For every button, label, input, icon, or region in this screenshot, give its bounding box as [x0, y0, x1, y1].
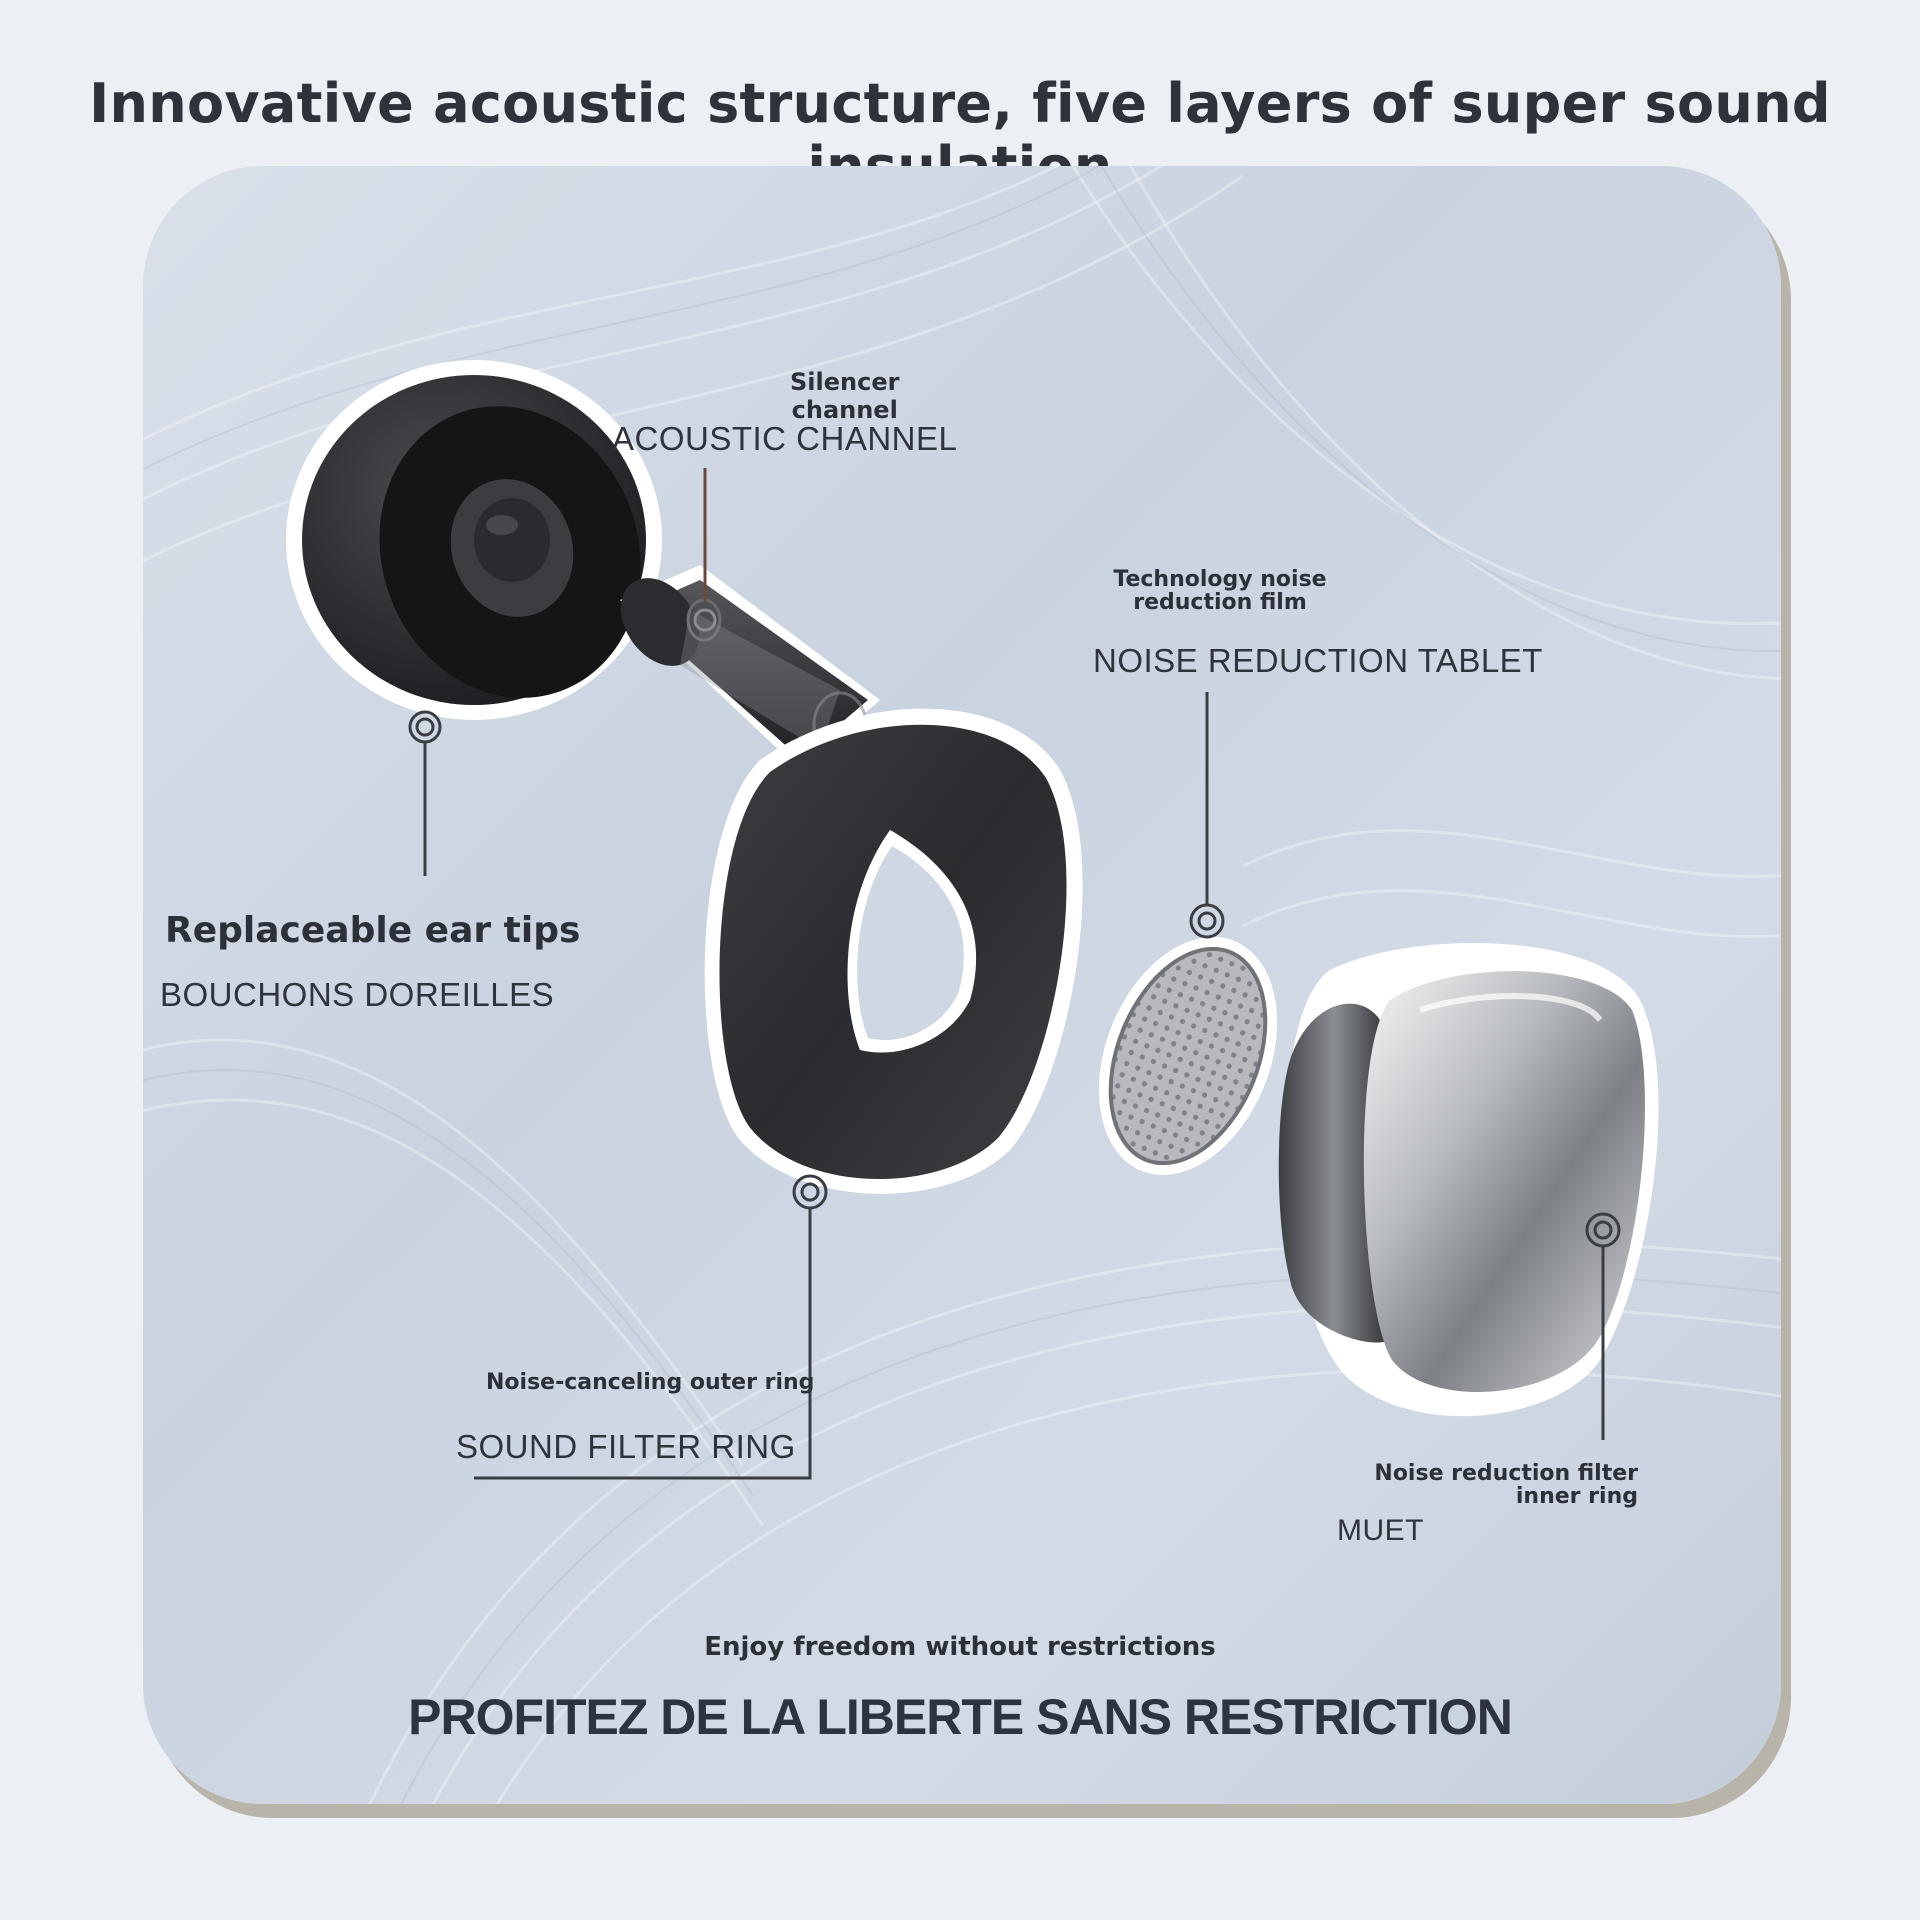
ear-tip-illustration [286, 360, 662, 720]
outer-ring-illustration [704, 708, 1083, 1194]
ear-tips-label-fr: BOUCHONS DOREILLES [160, 976, 555, 1013]
inner-ring-illustration [1278, 942, 1659, 1417]
ear-tips-label: Replaceable ear tips [165, 910, 581, 951]
acoustic-channel-illustration [620, 565, 880, 770]
noise-reduction-tablet-label: NOISE REDUCTION TABLET [1093, 642, 1543, 679]
tagline-fr: PROFITEZ DE LA LIBERTE SANS RESTRICTION [408, 1689, 1513, 1745]
noise-film-label: Technology noise reduction film [1113, 567, 1327, 615]
muet-label: MUET [1337, 1514, 1424, 1547]
outer-ring-label: Noise-canceling outer ring [486, 1370, 815, 1395]
tagline: Enjoy freedom without restrictions [704, 1632, 1216, 1662]
callout-lines [408, 468, 1621, 1480]
noise-film-illustration [1098, 936, 1278, 1176]
silencer-channel-label: Silencer channel [790, 368, 900, 424]
acoustic-channel-label: ACOUSTIC CHANNEL [612, 420, 958, 457]
sound-filter-ring-label: SOUND FILTER RING [456, 1428, 796, 1465]
inner-ring-label: Noise reduction filter inner ring [1374, 1461, 1638, 1509]
